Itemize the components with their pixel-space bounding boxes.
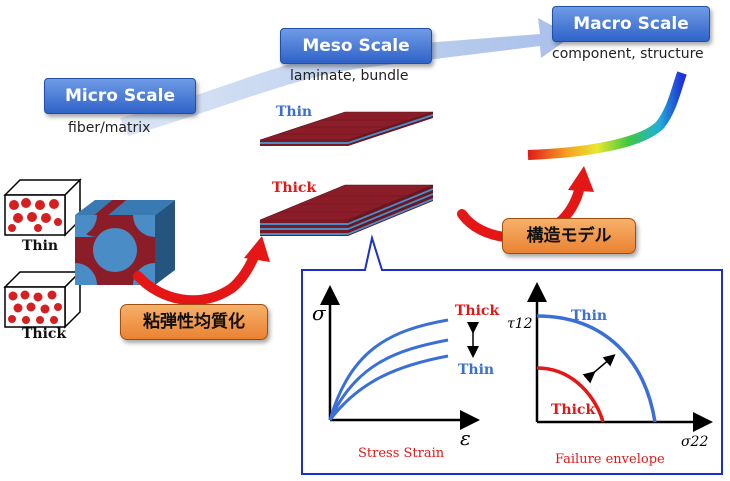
structural-model-box: 構造モデル bbox=[502, 218, 636, 254]
fe-thin-label: Thin bbox=[571, 308, 607, 324]
micro-thin-label: Thin bbox=[22, 238, 59, 254]
ss-curve-thick bbox=[328, 318, 449, 421]
meso-thin-label: Thin bbox=[276, 104, 313, 120]
micro-scale-title: Micro Scale bbox=[65, 86, 175, 106]
fe-xlabel: σ22 bbox=[681, 434, 708, 450]
fe-caption: Failure envelope bbox=[555, 452, 665, 467]
homogenization-label: 粘弾性均質化 bbox=[143, 312, 245, 332]
meso-laminates bbox=[259, 111, 434, 236]
ss-thin-label: Thin bbox=[458, 362, 494, 378]
fe-shift-arrow bbox=[582, 354, 616, 384]
structural-model-label: 構造モデル bbox=[526, 226, 612, 246]
macro-scale-box: Macro Scale bbox=[552, 6, 710, 42]
thick-fiber-box bbox=[3, 270, 82, 329]
failure-envelope-chart: τ12 σ22 Thin Thick bbox=[507, 282, 713, 450]
macro-beam bbox=[527, 71, 687, 160]
thin-fiber-box bbox=[3, 178, 82, 237]
fe-ylabel: τ12 bbox=[507, 316, 533, 332]
thin-laminate bbox=[259, 111, 434, 146]
ss-ylabel: σ bbox=[312, 301, 327, 325]
ss-curve-mid bbox=[328, 338, 449, 421]
unit-cell-cube bbox=[75, 200, 175, 285]
fe-curve-thin bbox=[536, 314, 657, 423]
meso-scale-title: Meso Scale bbox=[302, 36, 410, 56]
meso-thick-label: Thick bbox=[272, 180, 317, 196]
stress-strain-chart: σ ε Thick Thin bbox=[312, 285, 499, 450]
micro-scale-box: Micro Scale bbox=[44, 78, 196, 114]
thick-laminate bbox=[259, 184, 434, 236]
fe-curve-thick bbox=[536, 366, 605, 423]
meso-scale-sub: laminate, bundle bbox=[290, 68, 409, 84]
ss-thick-label: Thick bbox=[455, 303, 499, 319]
ss-curve-thin bbox=[328, 354, 449, 421]
micro-thick-label: Thick bbox=[22, 326, 67, 342]
ss-caption: Stress Strain bbox=[358, 446, 445, 461]
micro-scale-sub: fiber/matrix bbox=[68, 120, 151, 136]
homogenization-box: 粘弾性均質化 bbox=[120, 304, 268, 340]
fe-thick-label: Thick bbox=[551, 402, 595, 418]
homogenization-arrow bbox=[133, 236, 270, 306]
ss-xlabel: ε bbox=[460, 426, 471, 450]
meso-scale-box: Meso Scale bbox=[280, 28, 432, 64]
micro-illustrations bbox=[3, 178, 175, 329]
macro-scale-sub: component, structure bbox=[552, 46, 704, 62]
macro-scale-title: Macro Scale bbox=[573, 14, 689, 34]
